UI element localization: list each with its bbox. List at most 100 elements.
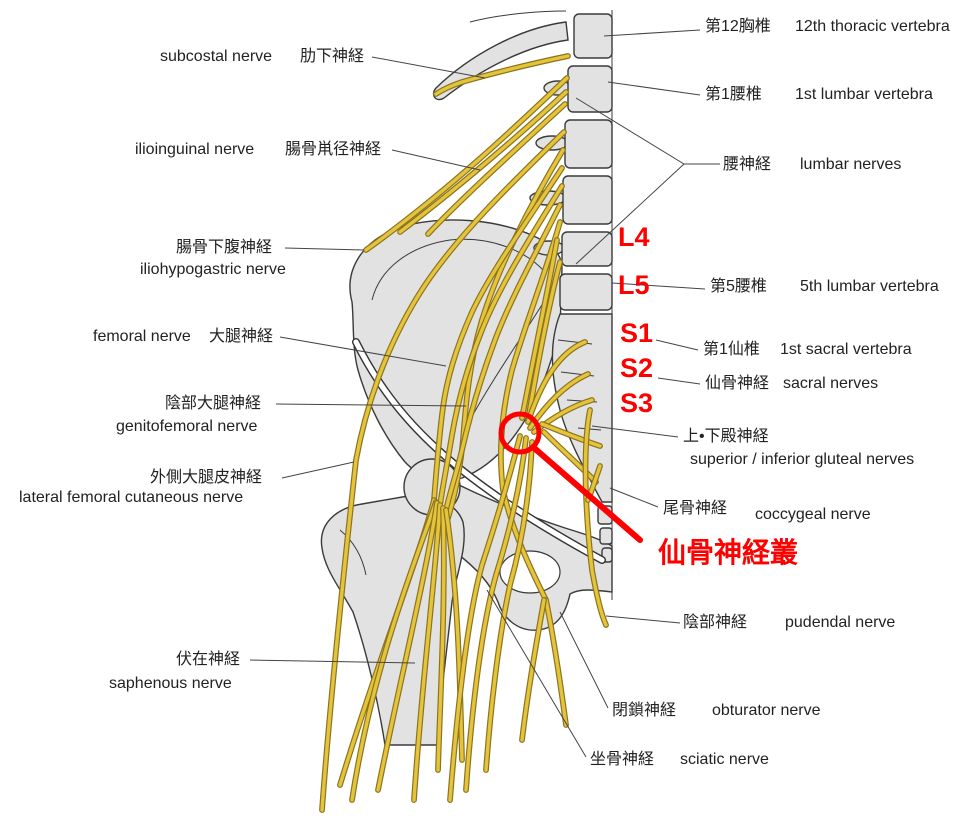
nerve-femoral-b [438, 184, 564, 507]
label-t12-en: 12th thoracic vertebra [795, 18, 950, 35]
vertebra-l5 [559, 273, 613, 311]
leader-ilioinguinal [391, 149, 481, 171]
leader-sacral-nerves [657, 377, 701, 385]
label-lumbar-nerves-ja: 腰神経 [723, 156, 772, 173]
label-s1-vertebra-ja: 第1仙椎 [703, 341, 760, 358]
label-lateral-femoral-cutaneous-en: lateral femoral cutaneous nerve [19, 489, 244, 506]
label-femoral-ja: 大腿神経 [209, 328, 274, 345]
rib-11-edge [469, 10, 567, 23]
label-l1-en: 1st lumbar vertebra [795, 86, 933, 103]
label-sacral-plexus: 仙骨神経叢 [658, 537, 799, 568]
label-lateral-femoral-cutaneous-ja: 外側大腿皮神経 [150, 469, 263, 486]
label-ilioinguinal-ja: 腸骨鼡径神経 [285, 141, 382, 158]
nerve-sciatic-c [484, 440, 534, 772]
leader-lumbar-nerves [575, 97, 720, 265]
nerve-femoral-a [432, 166, 564, 502]
coccyx-2 [599, 527, 613, 545]
label-subcostal-ja: 肋下神経 [300, 48, 365, 65]
label-sciatic-ja: 坐骨神経 [590, 751, 655, 768]
vertebra-l1 [567, 65, 613, 113]
nerve-femoral-branch-3 [436, 506, 446, 772]
leader-t12 [603, 29, 701, 37]
label-sacral-nerves-ja: 仙骨神経 [705, 375, 770, 392]
greater-trochanter-line [339, 529, 367, 576]
nerve-saphenous [412, 503, 442, 802]
label-pudendal-ja: 陰部神経 [683, 614, 748, 631]
level-l5: L5 [618, 270, 650, 300]
level-s3: S3 [620, 388, 654, 418]
label-ilioinguinal-en: ilioinguinal nerve [135, 141, 255, 158]
label-sacral-nerves-en: sacral nerves [783, 375, 879, 392]
leader-lines [249, 29, 720, 758]
label-saphenous-en: saphenous nerve [109, 675, 232, 692]
nerve-lateral-femoral-cutaneous [320, 130, 566, 812]
nerve-femoral-branch-5 [350, 500, 438, 802]
leader-saphenous [249, 659, 416, 664]
label-genitofemoral-ja: 陰部大腿神経 [165, 395, 262, 412]
highlight-pointer-line [530, 444, 643, 543]
leader-obturator [559, 611, 609, 709]
nerve-obturator-branch-2 [520, 598, 546, 742]
label-iliohypogastric-ja: 腸骨下腹神経 [176, 239, 273, 256]
level-s1: S1 [620, 318, 654, 348]
nerve-femoral-branch-4 [444, 508, 464, 762]
highlight-circle [498, 411, 542, 455]
nerve-s1 [526, 340, 587, 424]
leader-l1 [607, 81, 701, 96]
nerve-ilioinguinal-2 [426, 102, 567, 236]
label-pudendal-en: pudendal nerve [785, 614, 896, 631]
label-s1-vertebra-en: 1st sacral vertebra [780, 341, 912, 358]
nerve-femoral-branch-2 [376, 501, 439, 792]
label-coccygeal-en: coccygeal nerve [755, 506, 871, 523]
leader-femoral [279, 336, 447, 367]
nerve-sciatic-a [448, 434, 522, 802]
vertebra-l2 [564, 119, 613, 169]
leader-s1-vertebra [655, 339, 699, 351]
nerve-lumbosacral-trunk-a [520, 238, 559, 420]
sacral-plexus-marker [498, 411, 643, 543]
leader-sciatic [486, 589, 587, 758]
leader-iliohypogastric [284, 247, 365, 251]
vertebra-l3 [562, 175, 613, 225]
label-obturator-en: obturator nerve [712, 702, 821, 719]
label-sciatic-en: sciatic nerve [680, 751, 769, 768]
label-l1-ja: 第1腰椎 [705, 86, 762, 103]
label-femoral-en: femoral nerve [93, 328, 191, 345]
nerve-pudendal [583, 408, 608, 627]
leader-l5-vertebra [611, 282, 706, 290]
label-iliohypogastric-en: iliohypogastric nerve [140, 261, 286, 278]
label-saphenous-ja: 伏在神経 [176, 651, 241, 668]
leader-gluteal [591, 425, 679, 438]
arcuate-line [469, 299, 546, 421]
leader-lateral-femoral-cutaneous [281, 461, 355, 479]
nerve-sciatic-b [464, 436, 528, 792]
nerve-ilioinguinal [398, 90, 568, 234]
level-l4: L4 [618, 222, 650, 252]
sacrum [551, 313, 613, 503]
label-subcostal-en: subcostal nerve [160, 48, 273, 65]
nerve-subcostal [434, 54, 570, 96]
label-t12-ja: 第12胸椎 [705, 18, 771, 35]
label-coccygeal-ja: 尾骨神経 [663, 500, 728, 517]
nerves [319, 53, 609, 813]
nerve-obturator-branch-1 [544, 598, 568, 727]
leader-pudendal [605, 615, 681, 624]
label-lumbar-nerves-en: lumbar nerves [800, 156, 902, 173]
nerve-lumbosacral-trunk-b [526, 260, 562, 422]
leader-subcostal [371, 56, 486, 79]
level-s2: S2 [620, 353, 654, 383]
label-genitofemoral-en: genitofemoral nerve [116, 418, 258, 435]
nerve-gluteal-inferior [542, 430, 598, 484]
nerve-femoral-c [444, 203, 562, 512]
label-l5-vertebra-en: 5th lumbar vertebra [800, 278, 939, 295]
label-l5-vertebra-ja: 第5腰椎 [710, 278, 767, 295]
leader-genitofemoral [275, 403, 467, 407]
label-obturator-ja: 閉鎖神経 [612, 702, 677, 719]
nerve-iliohypogastric [364, 76, 569, 252]
nerve-gluteal-superior [540, 422, 602, 448]
label-gluteal-en: superior / inferior gluteal nerves [690, 451, 915, 468]
leader-coccygeal [609, 487, 659, 508]
label-gluteal-ja: 上•下殿神経 [683, 428, 769, 445]
